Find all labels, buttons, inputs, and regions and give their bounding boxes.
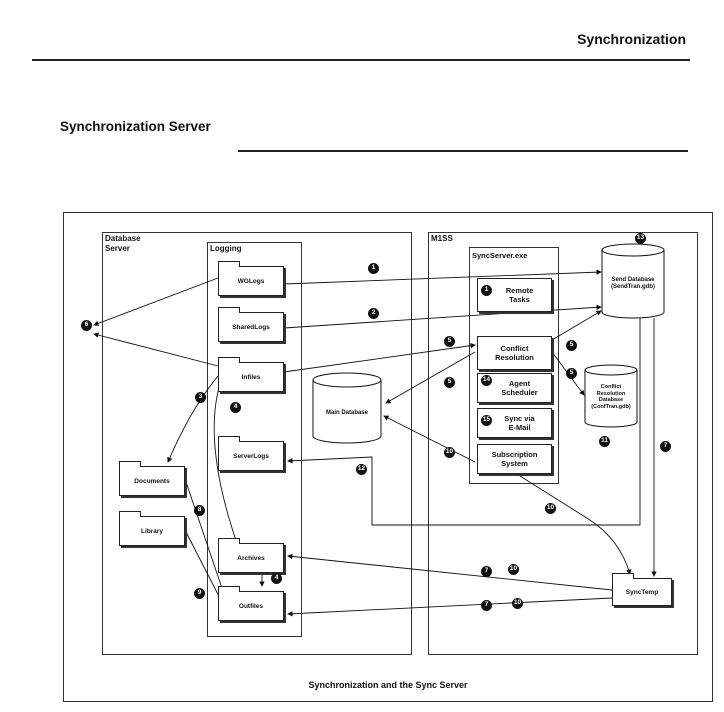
badge-7c: 7 (481, 600, 492, 611)
diagram-caption: Synchronization and the Sync Server (308, 680, 468, 690)
inflies-label: Infiles (241, 373, 261, 381)
library-label: Library (140, 527, 164, 535)
section-title: Synchronization Server (60, 119, 211, 134)
subscription-system-label: Subscription System (491, 450, 538, 468)
header-title: Synchronization (577, 31, 686, 47)
badge-1b: 1 (481, 285, 492, 296)
inflies-folder: Infiles (218, 357, 284, 392)
badge-7b: 7 (481, 566, 492, 577)
conflict-resolution-box: Conflict Resolution (477, 336, 552, 370)
badge-14: 14 (481, 375, 492, 386)
remote-tasks-label: Remote Tasks (505, 286, 534, 304)
badge-12: 12 (356, 464, 367, 475)
sync-email-label: Sync via E-Mail (504, 414, 535, 432)
conflict-database-label: Conflict Resolution Database (ConfTran.g… (591, 384, 631, 410)
badge-10a: 10 (444, 447, 455, 458)
sharedlogs-folder: SharedLogs (218, 307, 284, 342)
header-rule (32, 59, 690, 61)
wglogs-folder: WGLogs (218, 261, 284, 296)
conflict-database-cylinder: Conflict Resolution Database (ConfTran.g… (584, 364, 638, 428)
syncserver-label: SyncServer.exe (472, 251, 528, 260)
serverlogs-folder: ServerLogs (218, 436, 284, 471)
badge-11: 11 (599, 436, 610, 447)
agent-scheduler-label: Agent Scheduler (501, 379, 538, 397)
badge-10d: 10 (512, 598, 523, 609)
badge-9: 9 (194, 588, 205, 599)
logging-label: Logging (210, 244, 242, 253)
badge-4a: 4 (230, 402, 241, 413)
badge-8: 8 (194, 505, 205, 516)
badge-4b: 4 (271, 573, 282, 584)
badge-6: 6 (81, 320, 92, 331)
synctemp-folder: SyncTemp (612, 573, 672, 606)
outfiles-label: Outfiles (238, 602, 264, 610)
badge-5b: 5 (566, 340, 577, 351)
badge-3: 3 (195, 392, 206, 403)
send-database-label: Send Database (SendTran.gdb) (611, 277, 655, 290)
outfiles-folder: Outfiles (218, 586, 284, 621)
database-server-label: Database Server (105, 234, 141, 253)
badge-5c: 5 (566, 368, 577, 379)
library-folder: Library (119, 511, 185, 546)
serverlogs-label: ServerLogs (233, 452, 269, 460)
synctemp-label: SyncTemp (625, 588, 659, 596)
diagram-frame (63, 212, 713, 702)
archives-label: Archives (237, 554, 265, 562)
badge-10b: 10 (545, 503, 556, 514)
send-database-cylinder: Send Database (SendTran.gdb) (601, 243, 665, 319)
badge-13: 13 (635, 233, 646, 244)
documents-folder: Documents (119, 461, 185, 496)
badge-1: 1 (368, 263, 379, 274)
badge-7a: 7 (660, 441, 671, 452)
archives-folder: Archives (218, 538, 284, 573)
badge-15: 15 (481, 415, 492, 426)
badge-5a: 5 (444, 336, 455, 347)
documents-label: Documents (134, 477, 170, 485)
badge-2: 2 (368, 308, 379, 319)
main-database-label: Main Database (325, 410, 368, 416)
subscription-system-box: Subscription System (477, 444, 552, 474)
section-rule (238, 150, 688, 152)
m1ss-label: M1SS (431, 234, 453, 243)
sync-email-box: Sync via E-Mail (477, 408, 552, 438)
main-database-cylinder: Main Database (312, 372, 382, 444)
conflict-resolution-label: Conflict Resolution (495, 344, 534, 362)
wglogs-label: WGLogs (237, 277, 265, 285)
badge-5d: 5 (444, 377, 455, 388)
badge-10c: 10 (508, 564, 519, 575)
sharedlogs-label: SharedLogs (232, 323, 270, 331)
